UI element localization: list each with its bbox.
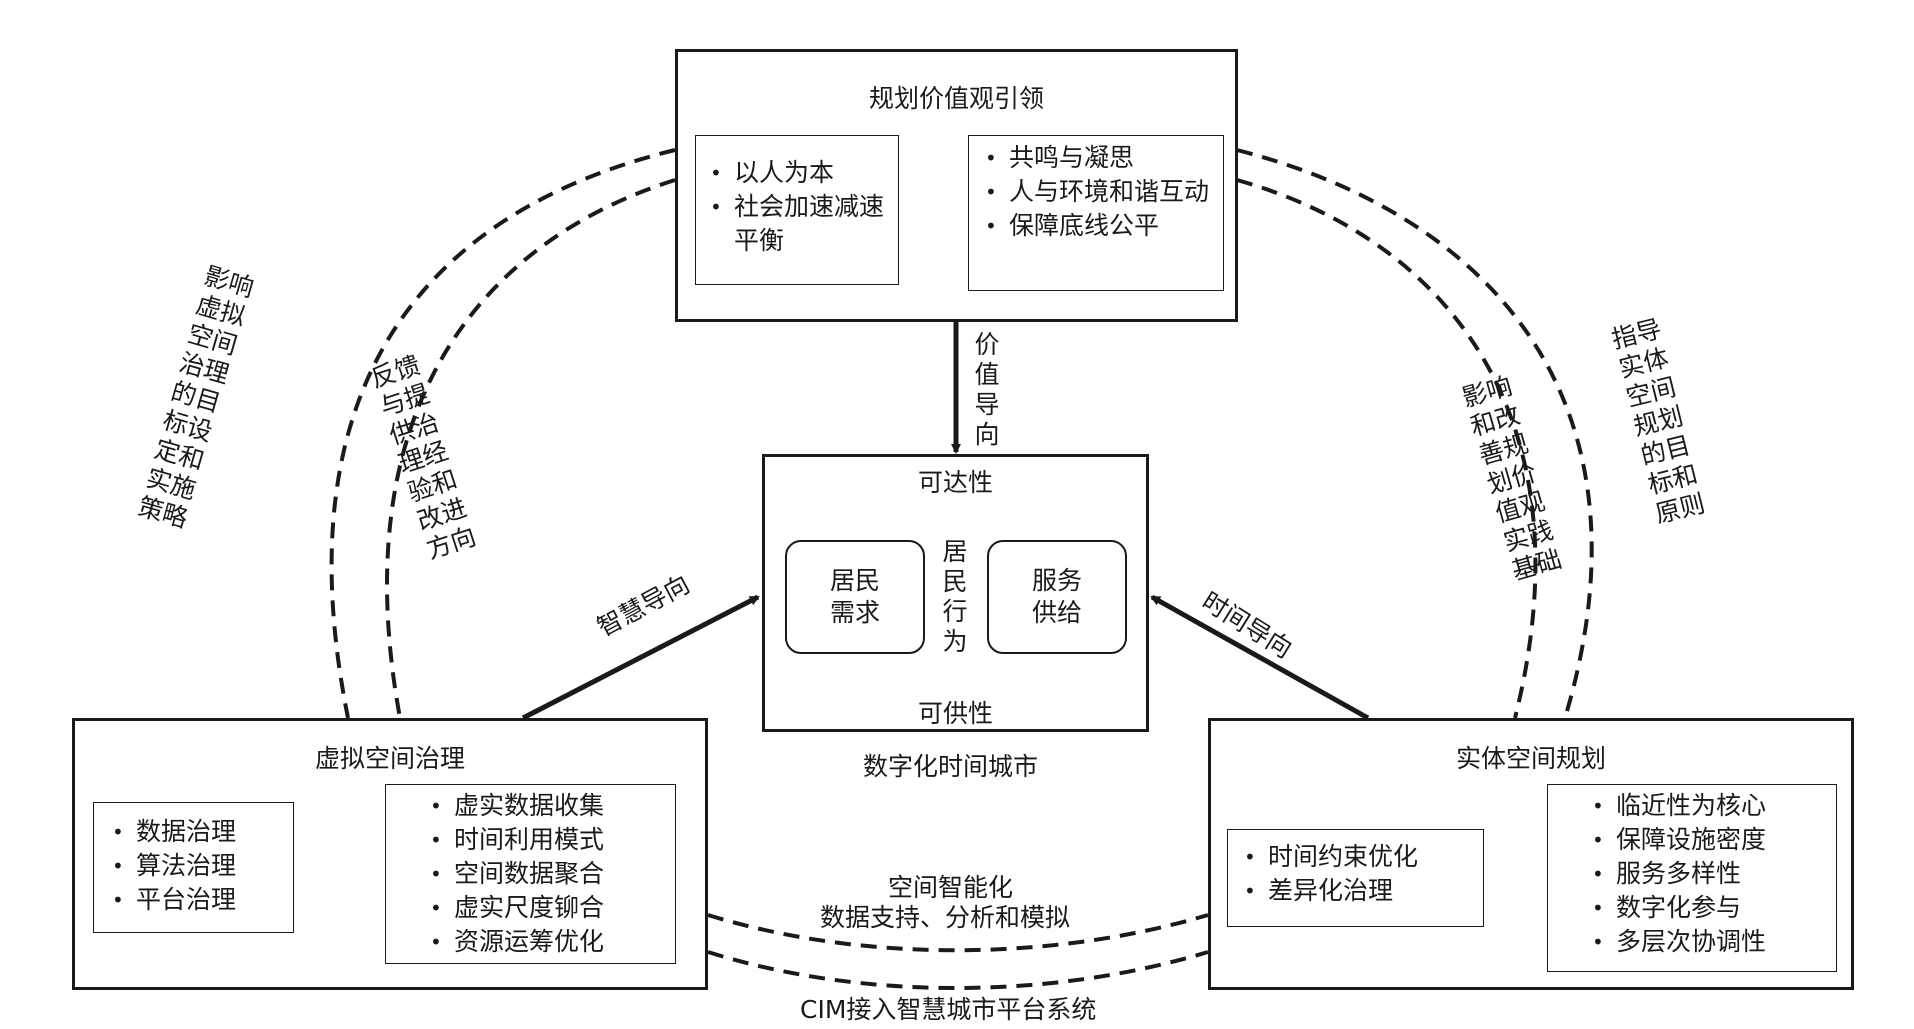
service-supply-node: 服务供给: [987, 540, 1127, 654]
time-guide-arrow: [1150, 594, 1370, 721]
governance-dimensions: 数据治理 算法治理 平台治理: [93, 802, 294, 933]
digital-time-city-box: 可达性 可供性 居民需求 服务供给 居民行为: [762, 454, 1149, 732]
physical-space-planning-box: 实体空间规划 时间约束优化 差异化治理 临近性为核心 保障设施密度 服务多样性 …: [1208, 718, 1854, 990]
bottom-inner-dashed-arc: [707, 913, 1209, 953]
governance-item: 数据治理: [108, 815, 283, 849]
outcome-item: 共鸣与凝思: [981, 141, 1213, 175]
left-inner-dashed-arc: [385, 178, 676, 719]
planning-values-title: 规划价值观引领: [868, 84, 1044, 113]
planning-goal-item: 数字化参与: [1588, 891, 1826, 925]
value-guide-label: 价值导向: [974, 330, 1000, 449]
planning-goal-item: 服务多样性: [1588, 857, 1826, 891]
governance-action-item: 空间数据聚合: [426, 857, 665, 891]
right-inner-dashed-arc: [1236, 178, 1538, 719]
planning-goals: 临近性为核心 保障设施密度 服务多样性 数字化参与 多层次协调性: [1547, 784, 1837, 972]
accessibility-label: 可达性: [918, 468, 994, 497]
governance-actions: 虚实数据收集 时间利用模式 空间数据聚合 虚实尺度铆合 资源运筹优化: [385, 784, 676, 964]
cim-platform-label: CIM接入智慧城市平台系统: [800, 995, 1097, 1024]
governance-action-item: 资源运筹优化: [426, 925, 665, 959]
supply-label: 可供性: [918, 699, 994, 728]
principle-item: 以人为本: [706, 156, 888, 190]
planning-values-outcomes: 共鸣与凝思 人与环境和谐互动 保障底线公平: [968, 135, 1224, 291]
smart-guide-arrow: [521, 594, 760, 721]
governance-item: 算法治理: [108, 849, 283, 883]
outcome-item: 人与环境和谐互动: [981, 175, 1213, 209]
resident-demand-node: 居民需求: [785, 540, 925, 654]
planning-goal-item: 保障设施密度: [1588, 823, 1826, 857]
planning-values-box: 规划价值观引领 以人为本 社会加速减速平衡 共鸣与凝思 人与环境和谐互动 保障底…: [675, 49, 1238, 322]
digital-time-city-caption: 数字化时间城市: [863, 752, 1039, 781]
planning-goal-item: 临近性为核心: [1588, 789, 1826, 823]
left-outer-dashed-arc: [329, 148, 676, 719]
planning-strategy-item: 时间约束优化: [1240, 840, 1473, 874]
planning-values-principles: 以人为本 社会加速减速平衡: [695, 135, 899, 285]
planning-strategy-item: 差异化治理: [1240, 874, 1473, 908]
principle-item: 社会加速减速平衡: [706, 190, 888, 258]
governance-action-item: 虚实数据收集: [426, 789, 665, 823]
planning-goal-item: 多层次协调性: [1588, 925, 1826, 959]
governance-action-item: 虚实尺度铆合: [426, 891, 665, 925]
virtual-space-governance-title: 虚拟空间治理: [314, 744, 465, 773]
spatial-intelligence-label: 空间智能化: [888, 873, 1014, 902]
bottom-outer-dashed-arc: [707, 950, 1209, 990]
physical-space-planning-title: 实体空间规划: [1455, 744, 1606, 773]
data-support-label: 数据支持、分析和模拟: [820, 903, 1071, 932]
virtual-space-governance-box: 虚拟空间治理 数据治理 算法治理 平台治理 虚实数据收集 时间利用模式 空间数据…: [72, 718, 708, 990]
resident-behavior-label: 居民行为: [942, 537, 968, 656]
outcome-item: 保障底线公平: [981, 209, 1213, 243]
right-outer-dashed-arc: [1236, 148, 1594, 719]
governance-item: 平台治理: [108, 883, 283, 917]
planning-strategies: 时间约束优化 差异化治理: [1227, 829, 1484, 927]
governance-action-item: 时间利用模式: [426, 823, 665, 857]
